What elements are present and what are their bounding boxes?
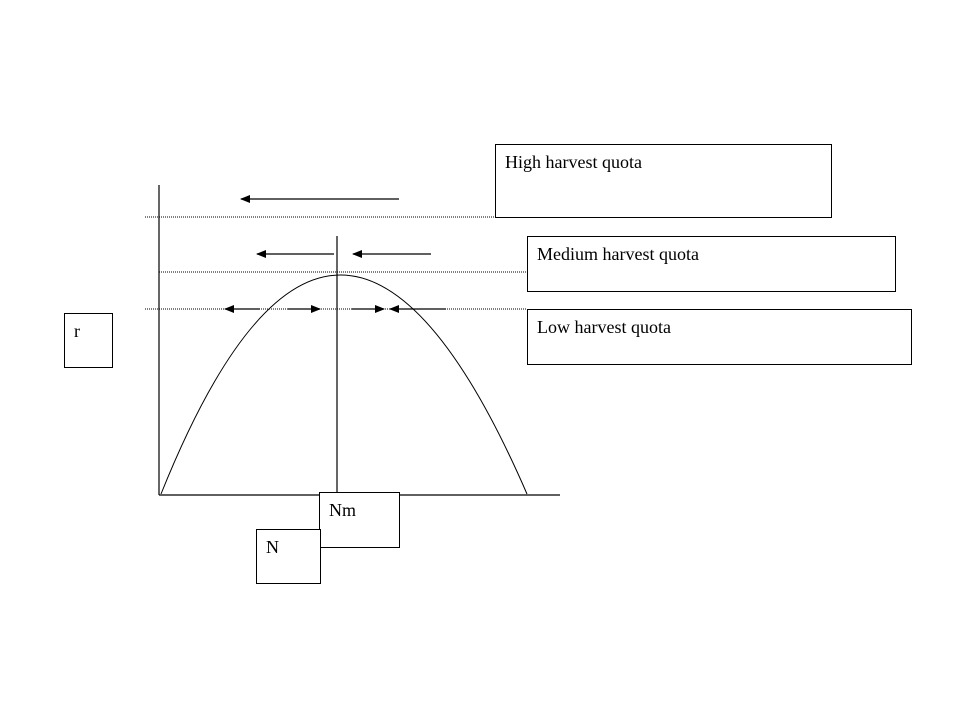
peak-label-text: Nm	[329, 500, 356, 520]
peak-label: Nm	[319, 492, 400, 548]
y-axis-label: r	[64, 313, 113, 368]
high-quota-label: High harvest quota	[495, 144, 832, 218]
medium-quota-text: Medium harvest quota	[537, 244, 699, 264]
low-quota-text: Low harvest quota	[537, 317, 671, 337]
high-quota-text: High harvest quota	[505, 152, 642, 172]
medium-quota-label: Medium harvest quota	[527, 236, 896, 292]
x-axis-label: N	[256, 529, 321, 584]
y-axis-label-text: r	[74, 321, 80, 341]
growth-curve	[160, 274, 528, 495]
x-axis-label-text: N	[266, 537, 279, 557]
low-quota-label: Low harvest quota	[527, 309, 912, 365]
